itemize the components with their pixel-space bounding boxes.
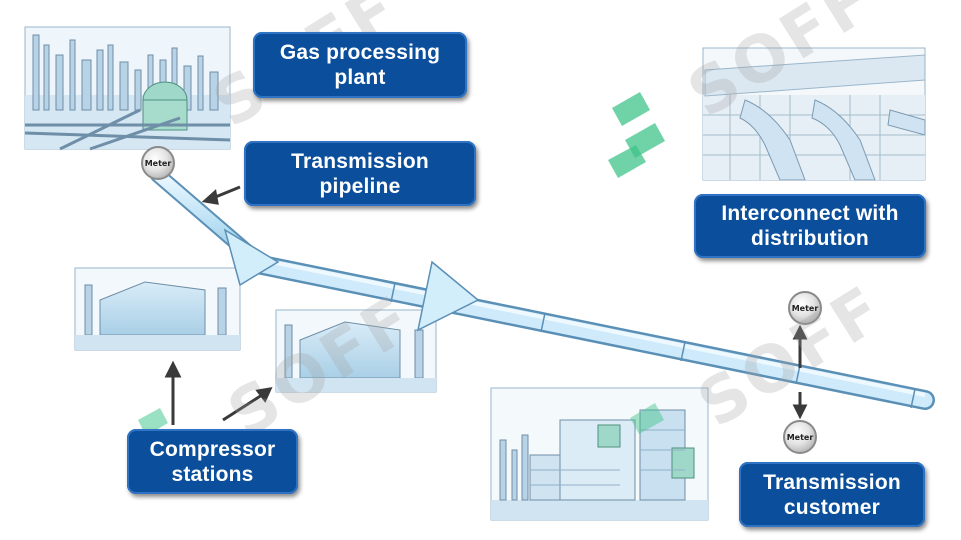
arrowhead [201, 189, 219, 205]
meter-icon-customer: Meter [783, 420, 817, 454]
label-line: Gas processing [279, 41, 441, 64]
arrowhead [792, 404, 808, 420]
label-line: pipeline [319, 174, 401, 198]
flow-arrow-2 [416, 260, 480, 332]
compressor-station-1-image [74, 267, 241, 351]
label-line: Transmission [763, 470, 901, 494]
label-line: plant [334, 66, 386, 89]
label-line: Interconnect with [721, 202, 899, 225]
label-line: Transmission [291, 149, 429, 173]
arrowhead [792, 324, 808, 340]
label-interconnect: Interconnect with distribution [694, 194, 926, 258]
meter-icon-interconnect: Meter [788, 291, 822, 325]
pointer-arrow-station-2 [222, 393, 263, 422]
label-transmission-pipeline: Transmission pipeline [244, 141, 476, 206]
gas-plant-image [24, 26, 231, 151]
label-compressor-stations: Compressor stations [127, 429, 298, 494]
pointer-arrow-pipeline [212, 185, 241, 200]
label-line: distribution [751, 227, 869, 250]
label-line: stations [171, 462, 254, 486]
label-line: Compressor [149, 437, 276, 461]
flow-arrow-1 [223, 228, 280, 287]
label-line: customer [783, 495, 881, 519]
customer-facility-image [490, 387, 709, 521]
arrowhead [164, 360, 182, 378]
meter-icon-plant: Meter [141, 146, 175, 180]
compressor-station-2-image [275, 309, 437, 393]
arrowhead [255, 387, 273, 403]
label-gas-processing-plant: Gas processing plant [253, 32, 467, 98]
interconnect-image [702, 47, 926, 181]
label-transmission-customer: Transmission customer [739, 462, 925, 527]
